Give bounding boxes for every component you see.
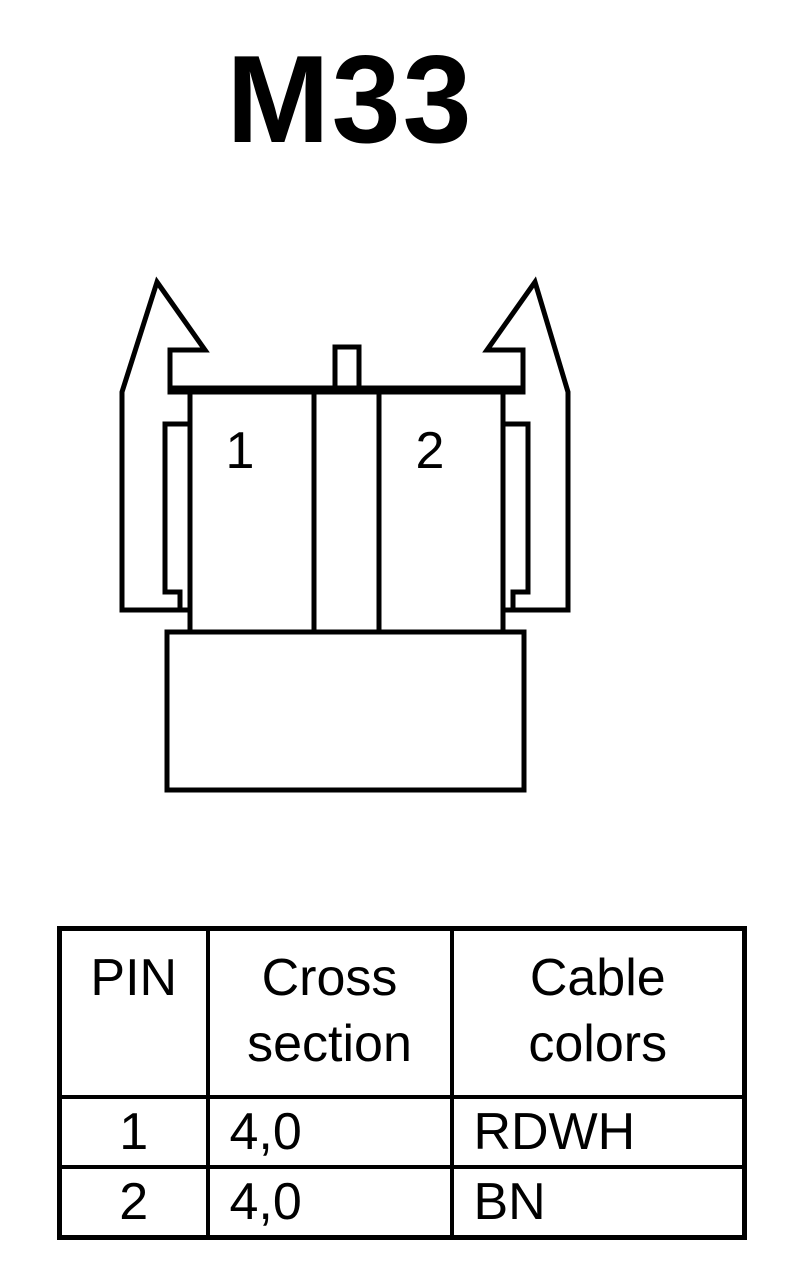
row1-pin: 1 bbox=[57, 1095, 210, 1169]
connector-drawing: 1 2 bbox=[119, 276, 571, 793]
pin-label-1: 1 bbox=[226, 422, 255, 480]
row2-cross-section: 4,0 bbox=[205, 1165, 454, 1240]
header-pin-line1: PIN bbox=[90, 949, 178, 1007]
pin-label-2: 2 bbox=[416, 422, 445, 480]
header-cross-line2: section bbox=[247, 1015, 412, 1073]
header-cross-line1: Cross bbox=[261, 949, 398, 1007]
top-tab bbox=[332, 344, 362, 393]
header-colors-line2: colors bbox=[528, 1015, 668, 1073]
table-header-row: PIN Cross section Cable colors bbox=[57, 926, 747, 1099]
connector-base bbox=[164, 629, 527, 793]
table-row: 1 4,0 RDWH bbox=[57, 1095, 747, 1169]
row1-cable-color: RDWH bbox=[449, 1095, 747, 1169]
row2-pin: 2 bbox=[57, 1165, 210, 1240]
right-latch-bracket bbox=[503, 421, 531, 610]
header-cross-section: Cross section bbox=[205, 926, 454, 1099]
table-row: 2 4,0 BN bbox=[57, 1165, 747, 1240]
header-cable-colors: Cable colors bbox=[449, 926, 747, 1099]
pin-table: PIN Cross section Cable colors 1 4,0 RDW… bbox=[57, 926, 747, 1240]
row2-cable-color: BN bbox=[449, 1165, 747, 1240]
left-latch-bracket bbox=[162, 421, 190, 610]
diagram-title: M33 bbox=[226, 31, 474, 169]
header-pin: PIN bbox=[57, 926, 210, 1099]
row1-cross-section: 4,0 bbox=[205, 1095, 454, 1169]
header-colors-line1: Cable bbox=[529, 949, 666, 1007]
